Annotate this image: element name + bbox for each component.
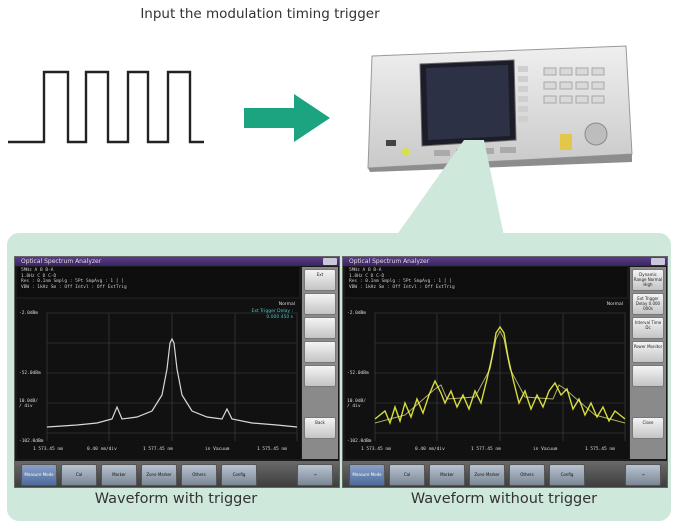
window-titlebar: Optical Spectrum Analyzer: [15, 257, 339, 266]
side-button[interactable]: [632, 365, 664, 387]
info-line: 1.8Hz C D C-D: [21, 273, 57, 279]
right-arrow-icon: [244, 94, 330, 142]
caption-without-trigger: Waveform without trigger: [410, 491, 598, 507]
side-button[interactable]: Dynamic Range Normal High: [632, 269, 664, 291]
annotation-line: 0.000 450 s: [266, 315, 293, 320]
info-panel: 5MHz A B B-A 1.8Hz C D C-D Res : 0.1nm S…: [345, 267, 627, 297]
side-button[interactable]: Ext Trigger Delay 0.000 000s: [632, 293, 664, 315]
square-wave-icon: [8, 70, 204, 144]
info-line: Res : 0.1nm Smplg : 5Pt SmpAvg : 1 [ ]: [21, 279, 124, 284]
side-button[interactable]: Back: [304, 417, 336, 439]
header-title: Input the modulation timing trigger: [140, 6, 380, 22]
y-label: -52.0dBm: [347, 371, 369, 376]
side-button[interactable]: [304, 341, 336, 363]
spectrum-plot: -2.0dBm -52.0dBm 10.0dB/ / div -102.0dBm…: [345, 299, 629, 459]
side-button[interactable]: [304, 317, 336, 339]
window-title: Optical Spectrum Analyzer: [21, 258, 102, 265]
spectrum-plot: -2.0dBm -52.0dBm 10.0dB/ / div -102.0dBm…: [17, 299, 301, 459]
side-button[interactable]: Interval Time Dc: [632, 317, 664, 339]
caption-with-trigger: Waveform with trigger: [94, 491, 258, 507]
softkey-bar: Measure Mode Cal Marker Zone Marker Othe…: [15, 461, 339, 487]
softkey[interactable]: Zone Marker: [469, 464, 505, 486]
side-button[interactable]: [304, 293, 336, 315]
x-label: 1 577.45 nm: [471, 447, 501, 452]
softkey[interactable]: Others: [181, 464, 217, 486]
y-label: -102.0dBm: [347, 439, 372, 444]
x-label: 1 575.45 nm: [257, 447, 287, 452]
mode-label: Normal: [606, 302, 623, 307]
side-button-bar: Ext Back: [302, 267, 338, 459]
info-line: 1.8Hz C D C-D: [349, 273, 385, 279]
info-line: VBW : 1kHz Sm : Off Intvl : Off ExtTrig: [349, 284, 455, 290]
y-label: -2.0dBm: [347, 311, 366, 316]
callout-connector: [396, 140, 504, 236]
softkey[interactable]: Measure Mode: [349, 464, 385, 486]
softkey[interactable]: Cal: [61, 464, 97, 486]
side-button-bar: Dynamic Range Normal High Ext Trigger De…: [630, 267, 666, 459]
softkey[interactable]: Marker: [429, 464, 465, 486]
softkey[interactable]: Zone Marker: [141, 464, 177, 486]
x-label: 0.40 nm/div: [415, 447, 445, 452]
y-label: -52.0dBm: [19, 371, 41, 376]
info-line: 5MHz A B B-A: [21, 268, 54, 273]
close-button[interactable]: [651, 258, 665, 265]
softkey[interactable]: Config: [549, 464, 585, 486]
x-label: 1 577.45 nm: [143, 447, 173, 452]
info-line: Res : 0.1nm Smplg : 5Pt SmpAvg : 1 [ ]: [349, 279, 452, 284]
screen-with-trigger: Optical Spectrum Analyzer 5MHz A B B-A 1…: [14, 256, 340, 488]
softkey[interactable]: Config: [221, 464, 257, 486]
mode-label: Normal: [278, 302, 295, 307]
screen-without-trigger: Optical Spectrum Analyzer 5MHz A B B-A 1…: [342, 256, 668, 488]
x-label: 1 575.45 nm: [585, 447, 615, 452]
window-title: Optical Spectrum Analyzer: [349, 258, 430, 265]
trigger-delay-annotation: Ext Trigger Delay : 0.000 450 s: [251, 309, 293, 321]
softkey[interactable]: Others: [509, 464, 545, 486]
side-button[interactable]: Power Monitor: [632, 341, 664, 363]
softkey[interactable]: Measure Mode: [21, 464, 57, 486]
softkey[interactable]: →: [625, 464, 661, 486]
side-button[interactable]: Ext: [304, 269, 336, 291]
spectrum-analyzer-device: [367, 45, 633, 172]
y-label: -102.0dBm: [19, 439, 44, 444]
annotation-line: Ext Trigger Delay :: [251, 309, 293, 314]
side-button[interactable]: [304, 365, 336, 387]
softkey-bar: Measure Mode Cal Marker Zone Marker Othe…: [343, 461, 667, 487]
y-label: 10.0dB/ / div: [347, 399, 366, 409]
softkey[interactable]: Marker: [101, 464, 137, 486]
x-label: in Vacuum: [205, 447, 230, 452]
info-line: 5MHz A B B-A: [349, 268, 382, 273]
info-panel: 5MHz A B B-A 1.8Hz C D C-D Res : 0.1nm S…: [17, 267, 299, 297]
window-titlebar: Optical Spectrum Analyzer: [343, 257, 667, 266]
x-label: 1 573.45 nm: [33, 447, 63, 452]
softkey[interactable]: →: [297, 464, 333, 486]
x-label: 1 573.45 nm: [361, 447, 391, 452]
y-label: -2.0dBm: [19, 311, 38, 316]
side-button[interactable]: Close: [632, 417, 664, 439]
info-line: VBW : 1kHz Sm : Off Intvl : Off ExtTrig: [21, 284, 127, 290]
x-label: 0.40 nm/div: [87, 447, 117, 452]
x-label: in Vacuum: [533, 447, 558, 452]
softkey[interactable]: Cal: [389, 464, 425, 486]
close-button[interactable]: [323, 258, 337, 265]
y-label: 10.0dB/ / div: [19, 399, 38, 409]
